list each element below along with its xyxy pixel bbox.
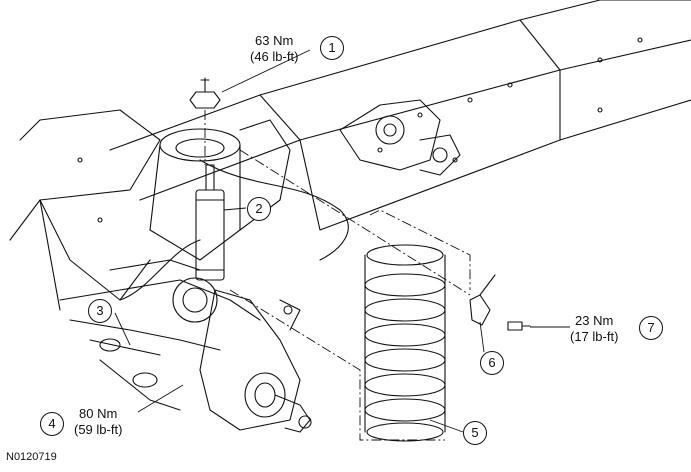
figure-id: N0120719: [6, 451, 57, 463]
lower-control-arm: [59, 259, 261, 411]
brake-line: [199, 159, 349, 261]
upper-nut: [189, 77, 221, 109]
harness: [119, 239, 201, 301]
callout-4-torque: 80 Nm (59 lb-ft): [74, 406, 122, 438]
cross-member: [9, 109, 161, 311]
callout-3-number: 3: [88, 299, 112, 323]
callout-5-number: 5: [463, 421, 487, 445]
spring-tower: [149, 119, 291, 261]
frame-rail: [109, 0, 691, 231]
callout-4-torque-nm: 80 Nm: [79, 406, 118, 421]
callout-4-number: 4: [40, 412, 64, 436]
knuckle-hub: [172, 277, 312, 433]
coil-spring: [364, 244, 446, 442]
retainer-bracket: [469, 274, 496, 326]
callout-6-number: 6: [480, 351, 504, 375]
bracket-bolt: [507, 321, 531, 331]
assembly-guide-lines: [204, 110, 471, 441]
callout-2-number: 2: [247, 197, 271, 221]
shock-absorber: [195, 164, 225, 281]
leader-lines: [114, 49, 570, 433]
callout-7-torque-nm: 23 Nm: [575, 313, 614, 328]
callout-4-torque-lbft: (59 lb-ft): [74, 422, 123, 437]
frame-bracket: [339, 99, 461, 176]
callout-7-number: 7: [639, 316, 663, 340]
callout-7-torque-lbft: (17 lb-ft): [570, 329, 619, 344]
callout-7-torque: 23 Nm (17 lb-ft): [570, 313, 618, 345]
callout-1-number: 1: [320, 36, 344, 60]
callout-1-torque-lbft: (46 lb-ft): [250, 49, 299, 64]
callout-1-torque: 63 Nm (46 lb-ft): [250, 33, 298, 65]
callout-1-torque-nm: 63 Nm: [255, 33, 294, 48]
